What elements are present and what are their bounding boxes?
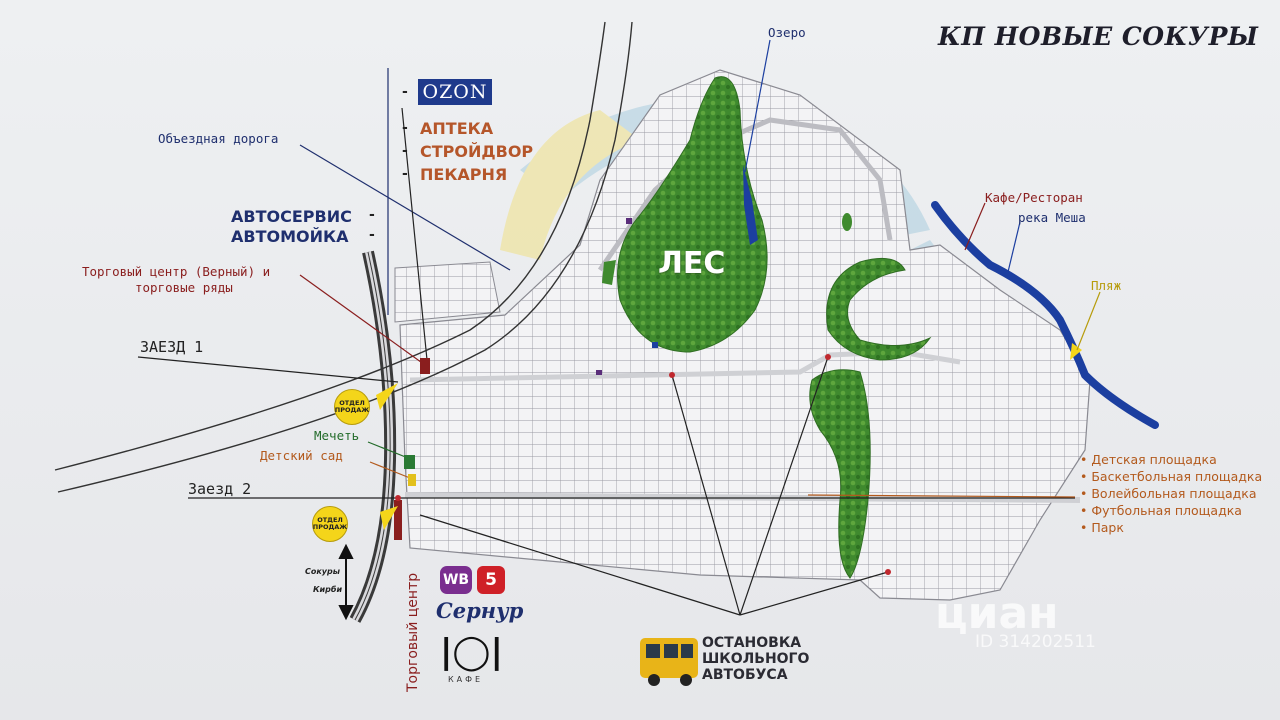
cafe-label: КАФЕ xyxy=(448,675,484,684)
forest-strip xyxy=(826,257,932,361)
forest-patch-2 xyxy=(602,260,616,285)
hardware-dash: - xyxy=(402,143,408,159)
trade-rows-label: торговые ряды xyxy=(135,280,233,295)
carwash-label: АВТОМОЙКА xyxy=(231,227,349,246)
river-pointer xyxy=(1007,221,1021,273)
direction-bottom-label: Кирби xyxy=(313,585,343,594)
bypass-road-label: Объездная дорога xyxy=(158,131,279,146)
pharmacy-label: АПТЕКА xyxy=(420,119,494,138)
ozon-dash: - xyxy=(402,84,408,100)
forest-label: ЛЕС xyxy=(658,246,726,281)
bakery-dash: - xyxy=(402,166,408,182)
sernur-logo: Сернур xyxy=(436,598,524,623)
pyaterochka-logo: 5 xyxy=(477,566,505,594)
kindergarten-label: Детский сад xyxy=(260,448,343,463)
autoservice-label: АВТОСЕРВИС xyxy=(231,207,352,226)
forest-south xyxy=(809,369,871,579)
pointer-lines xyxy=(137,68,1076,616)
amenity-item: Баскетбольная площадка xyxy=(1080,468,1262,485)
cafe-restaurant-label: Кафе/Ресторан xyxy=(985,190,1083,205)
carwash-dash: - xyxy=(369,227,375,243)
beach-label: Пляж xyxy=(1091,278,1122,293)
forest-main xyxy=(617,76,768,353)
map-title: КП НОВЫЕ СОКУРЫ xyxy=(938,22,1259,51)
river-label: река Меша xyxy=(1018,210,1086,225)
bakery-label: ПЕКАРНЯ xyxy=(420,165,508,184)
mosque-label: Мечеть xyxy=(314,428,360,443)
school-bus-stop-label: ОСТАНОВКА ШКОЛЬНОГО АВТОБУСА xyxy=(702,635,810,683)
entry-2-label: Заезд 2 xyxy=(188,480,252,498)
cafe-cutlery-icon: |◯| xyxy=(440,632,503,672)
lake-label: Озеро xyxy=(768,25,806,40)
map-markers xyxy=(394,218,891,575)
autoservice-dash: - xyxy=(369,207,375,223)
direction-arrow xyxy=(338,543,354,621)
watermark-id: ID 314202511 xyxy=(975,632,1096,652)
sales-office-pin-1[interactable]: ОТДЕЛ ПРОДАЖ xyxy=(334,389,370,425)
highway xyxy=(349,250,397,623)
wb-logo: WB xyxy=(440,566,472,594)
forest-patch xyxy=(842,213,852,231)
sales-office-pin-2[interactable]: ОТДЕЛ ПРОДАЖ xyxy=(312,506,348,542)
lake xyxy=(743,165,758,245)
ozon-logo: OZON xyxy=(418,79,492,105)
sales-pin-tail-1 xyxy=(376,383,398,410)
sales-pin-tail-2 xyxy=(380,506,398,530)
beach-marker xyxy=(1070,343,1082,360)
amenities-list: Детская площадка Баскетбольная площадка … xyxy=(1080,451,1262,536)
hardware-label: СТРОЙДВОР xyxy=(420,142,534,161)
shopping-center-vertical-label: Торговый центр xyxy=(405,572,421,692)
shopping-center-label: Торговый центр (Верный) и xyxy=(82,264,271,279)
amenity-item: Детская площадка xyxy=(1080,451,1262,468)
pharmacy-dash: - xyxy=(402,120,408,136)
lake-pointer xyxy=(744,39,771,173)
amenity-item: Парк xyxy=(1080,519,1262,536)
amenity-item: Волейбольная площадка xyxy=(1080,485,1262,502)
bus-icon xyxy=(640,638,698,686)
watermark-brand: циан xyxy=(935,588,1059,639)
beach-pointer xyxy=(1076,291,1101,351)
cafe-pointer xyxy=(964,202,986,251)
direction-top-label: Сокуры xyxy=(305,567,340,576)
bypass-road xyxy=(54,21,633,493)
entry-1-label: ЗАЕЗД 1 xyxy=(140,338,204,356)
river xyxy=(931,201,1159,429)
amenity-item: Футбольная площадка xyxy=(1080,502,1262,519)
